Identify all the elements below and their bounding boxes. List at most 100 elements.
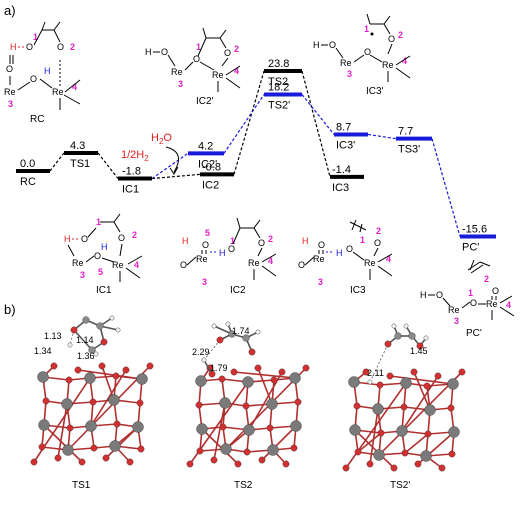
model-re-atom bbox=[132, 421, 144, 433]
distance-label: 1.74 bbox=[232, 326, 250, 336]
bond bbox=[101, 257, 115, 263]
model-bond bbox=[67, 365, 151, 451]
model-bond bbox=[57, 403, 68, 459]
atom-re: Re bbox=[171, 67, 183, 77]
model-h-atom bbox=[109, 315, 115, 321]
model-o-atom bbox=[234, 460, 242, 468]
reagent-arrow bbox=[165, 146, 179, 173]
model-o-atom bbox=[258, 456, 266, 464]
number-3: 3 bbox=[8, 99, 13, 109]
bond bbox=[53, 21, 61, 31]
model-o-atom bbox=[376, 381, 384, 389]
model-re-atom bbox=[373, 449, 385, 461]
model-o-atom bbox=[290, 444, 298, 452]
bond bbox=[499, 295, 513, 304]
energy-value-ic3: -1.4 bbox=[332, 164, 351, 176]
structure-ic2: H O Re 3 5 O H 1 O O 2 Re 4 IC2 bbox=[180, 217, 277, 296]
distance-label: 1.79 bbox=[210, 363, 228, 373]
distance-label: 2.29 bbox=[192, 347, 210, 357]
model-h-atom bbox=[93, 351, 99, 357]
atom-o: O bbox=[94, 251, 101, 261]
bond bbox=[349, 221, 367, 231]
bond bbox=[199, 61, 215, 71]
model-o-atom bbox=[122, 366, 130, 374]
model-o-atom bbox=[278, 368, 286, 376]
structure-rc: H O O 1 2 O Re 3 O H Re 4 RC bbox=[4, 21, 81, 125]
model-o-atom bbox=[98, 362, 106, 370]
bond bbox=[67, 244, 75, 257]
bond bbox=[219, 29, 227, 39]
model-h-atom bbox=[67, 342, 73, 348]
bond bbox=[261, 265, 277, 277]
model-o-atom bbox=[219, 423, 227, 431]
atom-o: O bbox=[492, 286, 499, 296]
structure-caption: IC2' bbox=[196, 96, 214, 107]
bond bbox=[353, 54, 365, 63]
bond bbox=[202, 27, 207, 39]
bond bbox=[232, 227, 241, 245]
model-o-atom bbox=[100, 338, 108, 346]
model-bond bbox=[354, 429, 395, 469]
model-re-atom bbox=[372, 403, 384, 415]
model-c-atom bbox=[242, 334, 250, 342]
bond bbox=[395, 67, 411, 79]
model-o-atom bbox=[447, 404, 455, 412]
model-o-atom bbox=[294, 398, 302, 406]
model-re-atom bbox=[267, 444, 279, 456]
atom-o: O bbox=[193, 54, 200, 64]
number-1: 1 bbox=[33, 32, 38, 42]
atom-o: O bbox=[26, 42, 33, 52]
model-bond bbox=[357, 432, 382, 453]
model-re-atom bbox=[420, 450, 432, 462]
connector-ic1-ic2 bbox=[151, 173, 201, 180]
model-o-atom bbox=[78, 458, 86, 466]
state-label-ic3p: IC3' bbox=[336, 139, 355, 151]
model-caption-ts1: TS1 bbox=[72, 480, 91, 491]
atom-o: O bbox=[228, 244, 235, 254]
atom-o: O bbox=[388, 34, 395, 44]
model-o-atom bbox=[230, 368, 238, 376]
number-4: 4 bbox=[402, 56, 407, 66]
bond bbox=[395, 55, 411, 66]
bond bbox=[304, 256, 315, 266]
bond bbox=[351, 219, 357, 231]
distance-label: 1.36 bbox=[77, 351, 95, 361]
energy-value-ts2p: 18.2 bbox=[268, 82, 289, 94]
model-o-atom bbox=[196, 447, 204, 455]
bond bbox=[87, 227, 97, 238]
model-bond bbox=[101, 365, 115, 401]
state-label-ic1: IC1 bbox=[122, 184, 139, 196]
model-c-atom bbox=[228, 330, 236, 338]
model-h-atom bbox=[423, 335, 429, 341]
bond bbox=[470, 264, 484, 274]
number-3: 3 bbox=[454, 316, 459, 326]
hydrogen-label: 1/2H2 bbox=[121, 149, 149, 163]
bond bbox=[442, 297, 451, 307]
model-re-atom bbox=[289, 372, 301, 384]
model-bond bbox=[77, 369, 143, 380]
model-re-atom bbox=[38, 419, 50, 431]
atom-h: H bbox=[182, 236, 189, 246]
model-o-atom bbox=[146, 362, 154, 370]
model-c-atom bbox=[96, 322, 104, 330]
model-o-atom bbox=[74, 366, 82, 374]
model-bond bbox=[69, 329, 75, 346]
bond bbox=[461, 301, 471, 309]
bond bbox=[383, 15, 391, 25]
model-o-atom bbox=[186, 460, 194, 468]
model-re-atom bbox=[37, 371, 49, 383]
atom-re: Re bbox=[382, 60, 394, 70]
model-o-atom bbox=[54, 454, 62, 462]
atom-h: H bbox=[64, 234, 71, 244]
bond bbox=[387, 43, 393, 55]
model-o-atom bbox=[434, 372, 442, 380]
bond bbox=[377, 253, 393, 263]
model-o-atom bbox=[282, 460, 290, 468]
connector-ts2-ic3 bbox=[301, 70, 331, 178]
model-re-atom bbox=[266, 398, 278, 410]
energy-value-ts1: 4.3 bbox=[70, 140, 85, 152]
model-o-atom bbox=[353, 402, 361, 410]
state-label-ic3: IC3 bbox=[332, 182, 349, 194]
model-re-atom bbox=[62, 444, 74, 456]
model-o-atom bbox=[66, 424, 74, 432]
